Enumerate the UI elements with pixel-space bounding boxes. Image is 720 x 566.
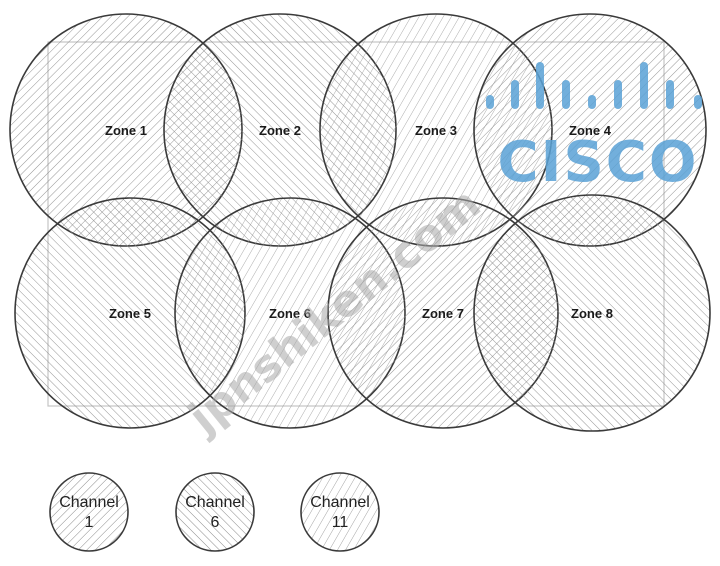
channel-legend: Channel 1 Channel 6 Channel 11 [49, 472, 380, 552]
zone-1-label: Zone 1 [105, 123, 147, 138]
zone-6-label: Zone 6 [269, 306, 311, 321]
legend-channel-11-label-line1: Channel [310, 494, 370, 511]
legend-channel-6-circle [175, 472, 255, 552]
zone-7-label: Zone 7 [422, 306, 464, 321]
zone-5: Zone 5 [14, 197, 246, 429]
legend-channel-1-label-line1: Channel [59, 494, 119, 511]
legend-channel-11: Channel 11 [300, 472, 380, 552]
zone-3-label: Zone 3 [415, 123, 457, 138]
legend-channel-1: Channel 1 [49, 472, 129, 552]
legend-channel-6-label-line1: Channel [185, 494, 245, 511]
zone-4-label: Zone 4 [569, 123, 612, 138]
zone-5-label: Zone 5 [109, 306, 151, 321]
cisco-logo: CISCO [486, 62, 702, 195]
zone-2-label: Zone 2 [259, 123, 301, 138]
legend-channel-1-circle [49, 472, 129, 552]
zone-8: Zone 8 [473, 194, 711, 432]
zone-8-label: Zone 8 [571, 306, 613, 321]
cisco-logo-bars [486, 62, 702, 109]
legend-channel-11-circle [300, 472, 380, 552]
legend-channel-1-label-line2: 1 [85, 514, 94, 531]
cisco-logo-text: CISCO [498, 130, 699, 195]
zone-8-circle [473, 194, 711, 432]
zones-layer: Zone 1 Zone 2 Zone 3 Zone 4 Zone 5 Zone 6 Zone… [9, 13, 711, 432]
legend-channel-6-label-line2: 6 [211, 514, 220, 531]
legend-channel-11-label-line2: 11 [332, 514, 349, 531]
legend-channel-6: Channel 6 [175, 472, 255, 552]
